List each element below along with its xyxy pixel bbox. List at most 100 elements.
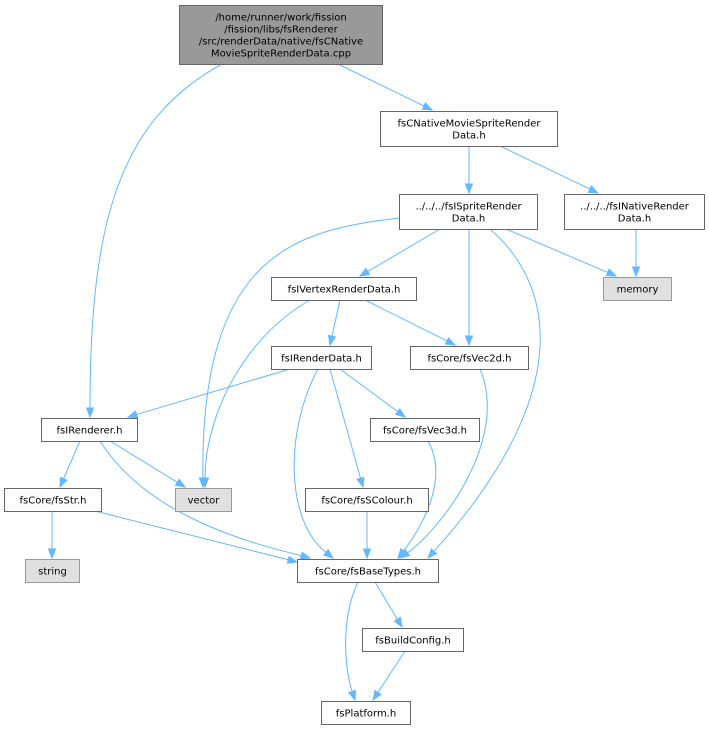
node-box bbox=[41, 418, 138, 442]
arrowhead bbox=[427, 548, 438, 560]
node-label-line: fsCore/fsVec2d.h bbox=[428, 354, 512, 365]
edge-basetypes-to-buildconfig bbox=[374, 581, 403, 629]
arrowhead bbox=[394, 407, 407, 418]
arrowhead bbox=[444, 336, 457, 346]
edge-isprite-to-basetypes bbox=[427, 228, 541, 560]
node-platform[interactable]: fsPlatform.h bbox=[321, 701, 411, 725]
node-label-line: fsIVertexRenderData.h bbox=[288, 285, 401, 296]
edge-root-to-irenderer bbox=[85, 63, 223, 419]
edge-line bbox=[345, 581, 359, 692]
arrowhead bbox=[126, 410, 139, 419]
edge-isprite-to-memory bbox=[505, 228, 618, 277]
arrowhead bbox=[85, 407, 95, 419]
node-label-line: /home/runner/work/fission bbox=[215, 13, 346, 24]
arrowhead bbox=[464, 183, 474, 195]
node-scolour[interactable]: fsCore/fsSColour.h bbox=[305, 488, 429, 512]
edge-line bbox=[403, 440, 437, 552]
node-box bbox=[175, 488, 232, 512]
edge-irenderdata-to-scolour bbox=[329, 368, 365, 489]
node-basetypes[interactable]: fsCore/fsBaseTypes.h bbox=[297, 559, 439, 583]
edge-basetypes-to-platform bbox=[345, 581, 359, 702]
node-box bbox=[179, 5, 383, 65]
node-label-line: fsIRenderer.h bbox=[57, 426, 123, 437]
node-irenderdata[interactable]: fsIRenderData.h bbox=[271, 346, 372, 370]
edge-vec2d-to-basetypes bbox=[398, 368, 488, 559]
arrowhead bbox=[174, 478, 187, 488]
edge-irenderdata-to-basetypes bbox=[293, 368, 335, 559]
node-buildconfig[interactable]: fsBuildConfig.h bbox=[362, 628, 464, 652]
arrowhead bbox=[393, 616, 403, 629]
node-vec3d[interactable]: fsCore/fsVec3d.h bbox=[370, 418, 480, 442]
edge-inative-to-memory bbox=[631, 229, 641, 278]
node-label-line: fsIRenderData.h bbox=[281, 354, 362, 365]
edge-irenderdata-to-vec3d bbox=[339, 368, 407, 418]
node-label-line: fsBuildConfig.h bbox=[375, 636, 450, 647]
node-label-line: vector bbox=[188, 496, 221, 507]
edge-line bbox=[293, 368, 327, 553]
node-label-line: fsCore/fsVec3d.h bbox=[383, 426, 467, 437]
edge-line bbox=[89, 63, 223, 409]
node-memory: memory bbox=[603, 277, 672, 301]
node-string: string bbox=[25, 559, 80, 583]
arrowhead bbox=[631, 266, 641, 278]
arrowhead bbox=[587, 185, 600, 194]
node-label-line: fsCore/fsBaseTypes.h bbox=[315, 567, 421, 578]
node-box bbox=[271, 277, 417, 301]
arrowhead bbox=[358, 267, 371, 277]
node-ivertex[interactable]: fsIVertexRenderData.h bbox=[271, 277, 417, 301]
node-vector: vector bbox=[175, 488, 232, 512]
edge-line bbox=[374, 581, 398, 620]
node-box bbox=[25, 559, 80, 583]
edge-line bbox=[505, 228, 608, 273]
arrowhead bbox=[299, 551, 312, 560]
node-label-line: /fission/libs/fsRenderer bbox=[224, 25, 338, 36]
node-root[interactable]: /home/runner/work/fission/fission/libs/f… bbox=[179, 5, 383, 65]
arrowhead bbox=[605, 268, 618, 277]
edge-irenderdata-to-irenderer bbox=[126, 368, 291, 419]
edges-layer bbox=[47, 63, 641, 702]
edge-irenderer-to-basetypes bbox=[99, 440, 312, 560]
node-vec2d[interactable]: fsCore/fsVec2d.h bbox=[410, 346, 529, 370]
arrowhead bbox=[362, 548, 372, 560]
node-irenderer[interactable]: fsIRenderer.h bbox=[41, 418, 138, 442]
edge-line bbox=[99, 440, 302, 557]
node-label-line: Data.h bbox=[452, 131, 485, 142]
arrowhead bbox=[347, 689, 357, 702]
arrowhead bbox=[286, 555, 299, 564]
edge-line bbox=[367, 228, 441, 272]
node-label-line: ../../../fsINativeRender bbox=[580, 202, 690, 213]
edge-ivertex-to-irenderdata bbox=[327, 299, 341, 347]
edge-buildconfig-to-platform bbox=[372, 650, 406, 702]
node-label-line: Data.h bbox=[452, 214, 485, 225]
arrowhead bbox=[59, 476, 68, 489]
node-box bbox=[370, 418, 480, 442]
edge-line bbox=[109, 440, 178, 483]
node-box bbox=[4, 488, 102, 512]
node-box bbox=[380, 111, 558, 147]
edge-line bbox=[364, 299, 448, 342]
node-box bbox=[321, 701, 411, 725]
arrowhead bbox=[47, 548, 57, 560]
edge-irenderer-to-fsstr bbox=[59, 440, 81, 489]
node-box bbox=[271, 346, 372, 370]
node-fsstr[interactable]: fsCore/fsStr.h bbox=[4, 488, 102, 512]
edge-fsstr-to-basetypes bbox=[94, 510, 299, 564]
arrowhead bbox=[464, 335, 474, 347]
arrowhead bbox=[397, 547, 408, 560]
node-box bbox=[305, 488, 429, 512]
node-label-line: fsCore/fsStr.h bbox=[20, 496, 87, 507]
edge-root-to-cnative_movie bbox=[337, 63, 434, 111]
node-box bbox=[399, 194, 538, 230]
node-label-line: fsCore/fsSColour.h bbox=[321, 496, 412, 507]
arrowhead bbox=[200, 477, 210, 489]
edge-cnative_movie-to-inative bbox=[499, 145, 600, 194]
edge-ivertex-to-vector bbox=[200, 299, 311, 489]
edge-line bbox=[337, 63, 425, 107]
edge-line bbox=[63, 440, 81, 479]
edge-line bbox=[339, 368, 399, 413]
arrowhead bbox=[327, 334, 337, 347]
